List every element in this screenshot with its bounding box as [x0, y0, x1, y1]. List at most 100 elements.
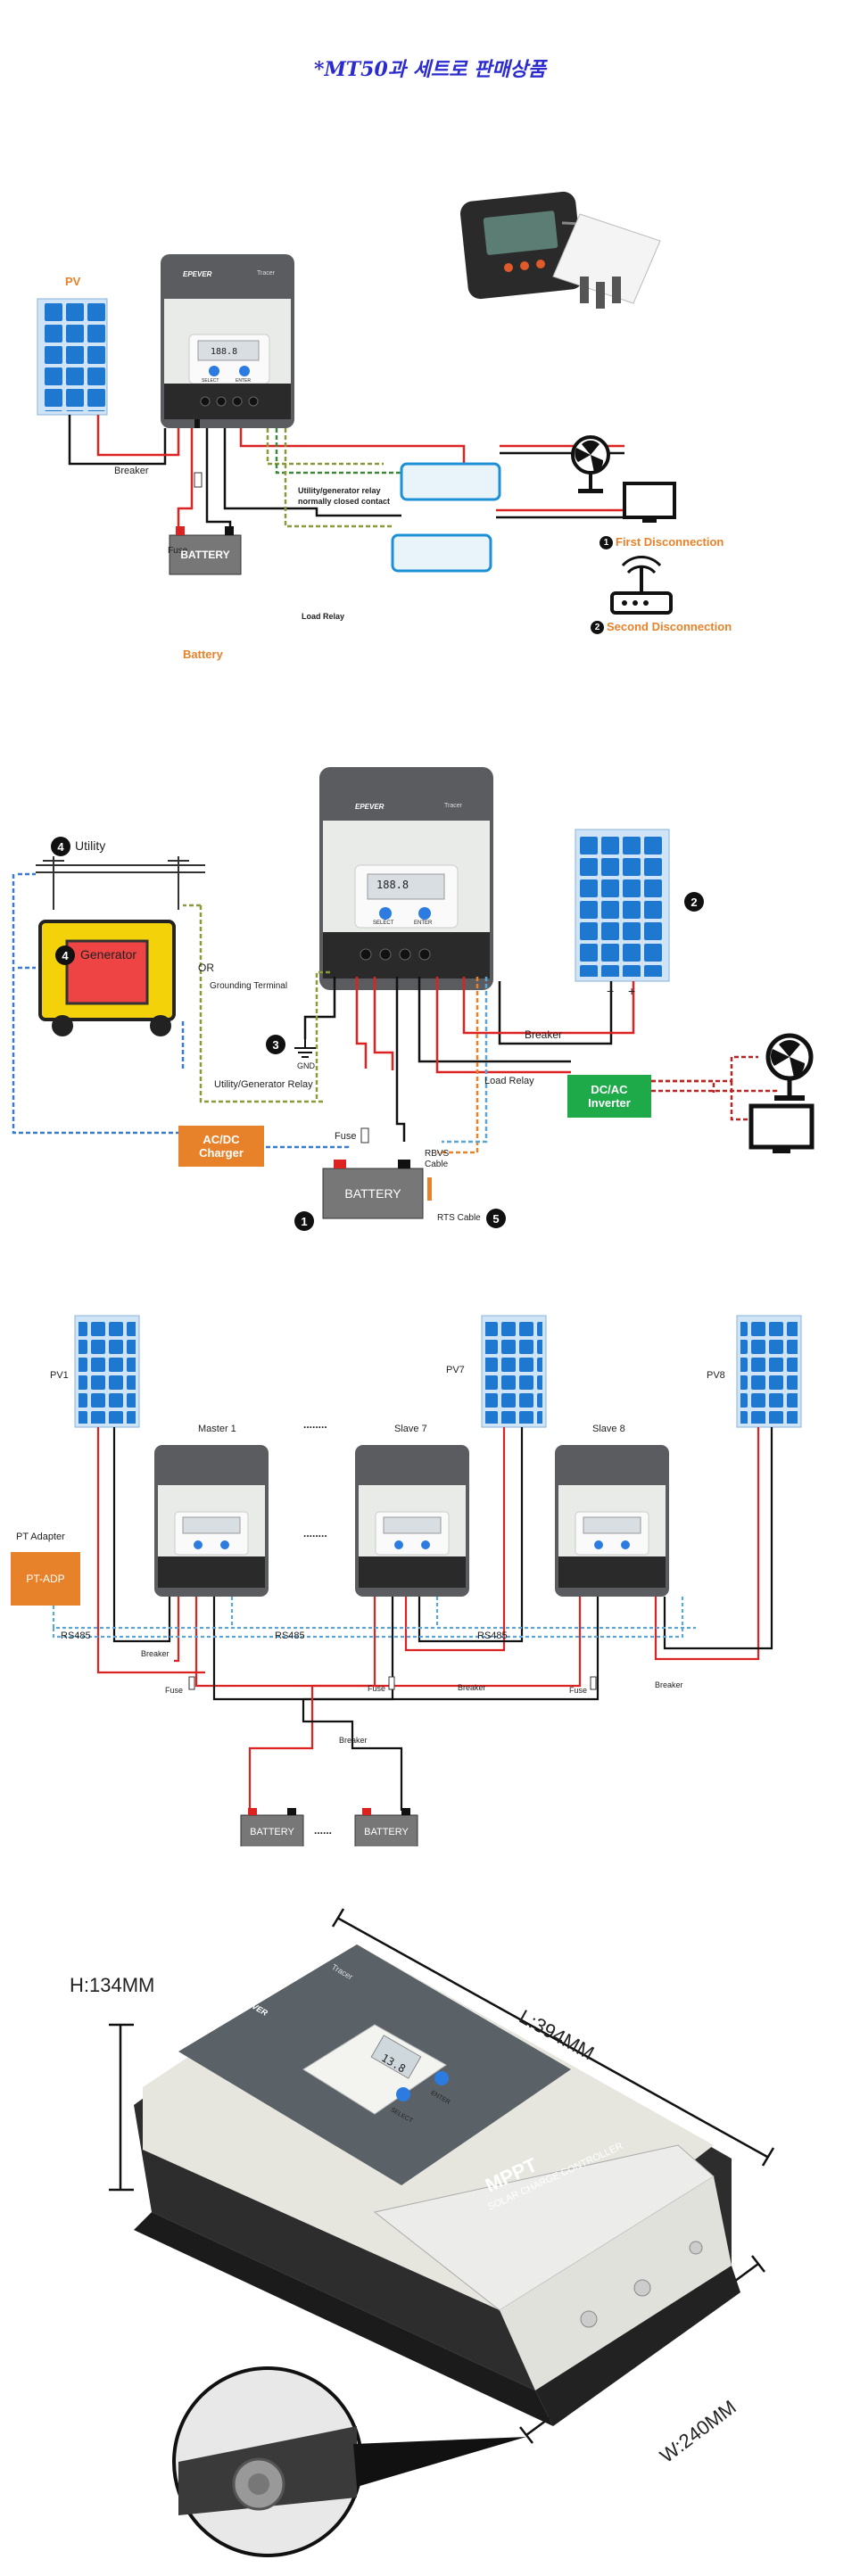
pt-adapter-label: PT Adapter: [16, 1532, 65, 1542]
breaker-label-main: Breaker: [339, 1736, 368, 1745]
controller-brand-2: EPEVER: [355, 803, 385, 811]
enter-button-2: ENTER: [414, 921, 433, 926]
charger-line-2: Charger: [199, 1146, 244, 1160]
slave7-label: Slave 7: [394, 1424, 427, 1434]
fuse-label-m: Fuse: [165, 1686, 184, 1695]
section2-diagram: [12, 767, 815, 1219]
pv7-panel: [481, 1315, 547, 1428]
rts-number: 5: [486, 1209, 506, 1228]
pv-panel: [37, 298, 108, 416]
select-button: SELECT: [202, 378, 219, 384]
battery-caption: Battery: [183, 648, 223, 661]
load-relay-label: Load Relay: [302, 612, 345, 621]
gnd-number: 3: [266, 1035, 285, 1054]
pt-adp-box-label: PT-ADP: [26, 1573, 65, 1585]
fuse-label-s7: Fuse: [368, 1684, 386, 1693]
ground-icon: [294, 1039, 316, 1058]
utility-number: 4: [51, 837, 70, 856]
or-label: OR: [198, 962, 214, 974]
grounding-terminal-label: Grounding Terminal: [210, 981, 288, 991]
battery-label-2: BATTERY: [344, 1186, 401, 1201]
fan-icon: [571, 435, 610, 493]
controller-model-2: Tracer: [444, 803, 462, 809]
ac-dc-charger: AC/DC Charger: [178, 1126, 264, 1167]
breaker-label-s8: Breaker: [655, 1680, 683, 1689]
controller-lcd-2: 188.8: [376, 879, 409, 891]
section2-wires: [12, 872, 778, 1154]
pv7-label: PV7: [446, 1365, 465, 1375]
inverter-line-2: Inverter: [588, 1096, 631, 1110]
charge-controller-2: [319, 767, 493, 990]
charger-line-1: AC/DC: [203, 1133, 240, 1146]
slave7-controller: [355, 1445, 469, 1597]
breaker-label-m: Breaker: [141, 1649, 170, 1658]
relay-2: [391, 533, 492, 573]
section3-wires: [52, 1427, 773, 1811]
pv-panel-2: [575, 829, 670, 982]
controller-dots: ........: [303, 1418, 327, 1431]
section4-product: [109, 1908, 775, 2557]
generator-number: 4: [55, 945, 75, 965]
battery-bank: [240, 1808, 418, 1846]
controller-lcd: 188.8: [211, 347, 238, 357]
pv8-panel: [736, 1315, 802, 1428]
monitor-icon-2: [748, 1103, 815, 1153]
controller-brand: EPEVER: [183, 270, 212, 278]
fan-icon-2: [765, 1033, 814, 1101]
dc-ac-inverter: DC/AC Inverter: [567, 1075, 651, 1118]
relay-note-2: normally closed contact: [298, 497, 391, 506]
battery-2: [322, 1160, 424, 1219]
battery-dots: ......: [314, 1824, 333, 1837]
monitor-icon: [623, 482, 676, 523]
select-button-2: SELECT: [373, 921, 394, 926]
relay-note-1: Utility/generator relay: [298, 486, 381, 495]
pv-label: PV: [65, 275, 81, 288]
rbvs-label-2: Cable: [425, 1160, 449, 1169]
battery-1: [169, 526, 242, 575]
height-dimension: H:134MM: [70, 1974, 155, 1996]
fuse-label-s8: Fuse: [569, 1686, 588, 1695]
pv-number: 2: [684, 892, 704, 912]
utility-pole-icon: [36, 856, 205, 910]
controller-product: [134, 1944, 740, 2426]
zoom-inset: [172, 2366, 526, 2557]
battery-label-a: BATTERY: [250, 1827, 294, 1837]
charge-controller: [161, 254, 294, 428]
master-controller: [154, 1445, 269, 1597]
controller-dots-2: ........: [303, 1527, 327, 1540]
utility-relay-label: Utility/Generator Relay: [214, 1079, 313, 1090]
section1-diagram: [37, 191, 676, 615]
load-relay-label-2: Load Relay: [484, 1076, 534, 1086]
generator-icon: [38, 920, 176, 1036]
battery-number: 1: [294, 1211, 314, 1231]
rbvs-label-1: RBVS: [425, 1149, 450, 1159]
battery-box-label: BATTERY: [180, 549, 230, 561]
fuse-label-2: Fuse: [335, 1131, 357, 1142]
slave8-label: Slave 8: [592, 1424, 625, 1434]
page-title: *MT50과 세트로 판매상품: [313, 58, 547, 81]
fuse-label: Fuse: [168, 546, 188, 556]
second-disconnection-number: 2: [591, 621, 604, 634]
first-disconnection-label: First Disconnection: [616, 535, 724, 549]
breaker-label-s7: Breaker: [458, 1683, 486, 1692]
mt50-remote-meter: [459, 191, 661, 309]
slave8-controller: [555, 1445, 669, 1597]
breaker-label-2: Breaker: [525, 1028, 563, 1041]
first-disconnection-number: 1: [600, 536, 613, 549]
second-disconnection-label: Second Disconnection: [607, 620, 732, 633]
pv8-label: PV8: [707, 1370, 725, 1381]
router-icon: [610, 556, 673, 615]
pt-adapter-box: [11, 1552, 80, 1606]
pv-minus: −: [607, 984, 615, 998]
pv1-panel: [74, 1315, 140, 1428]
generator-label: Generator: [80, 947, 137, 962]
inverter-line-1: DC/AC: [591, 1083, 628, 1096]
rs485-label-1: RS485: [61, 1631, 91, 1641]
pv1-label: PV1: [50, 1370, 69, 1381]
battery-label-b: BATTERY: [364, 1827, 409, 1837]
pv-plus: +: [628, 984, 636, 998]
rts-cable-label: RTS Cable: [437, 1213, 481, 1223]
enter-button: ENTER: [236, 378, 251, 384]
gnd-label: GND: [297, 1061, 315, 1070]
rs485-label-3: RS485: [477, 1631, 508, 1641]
